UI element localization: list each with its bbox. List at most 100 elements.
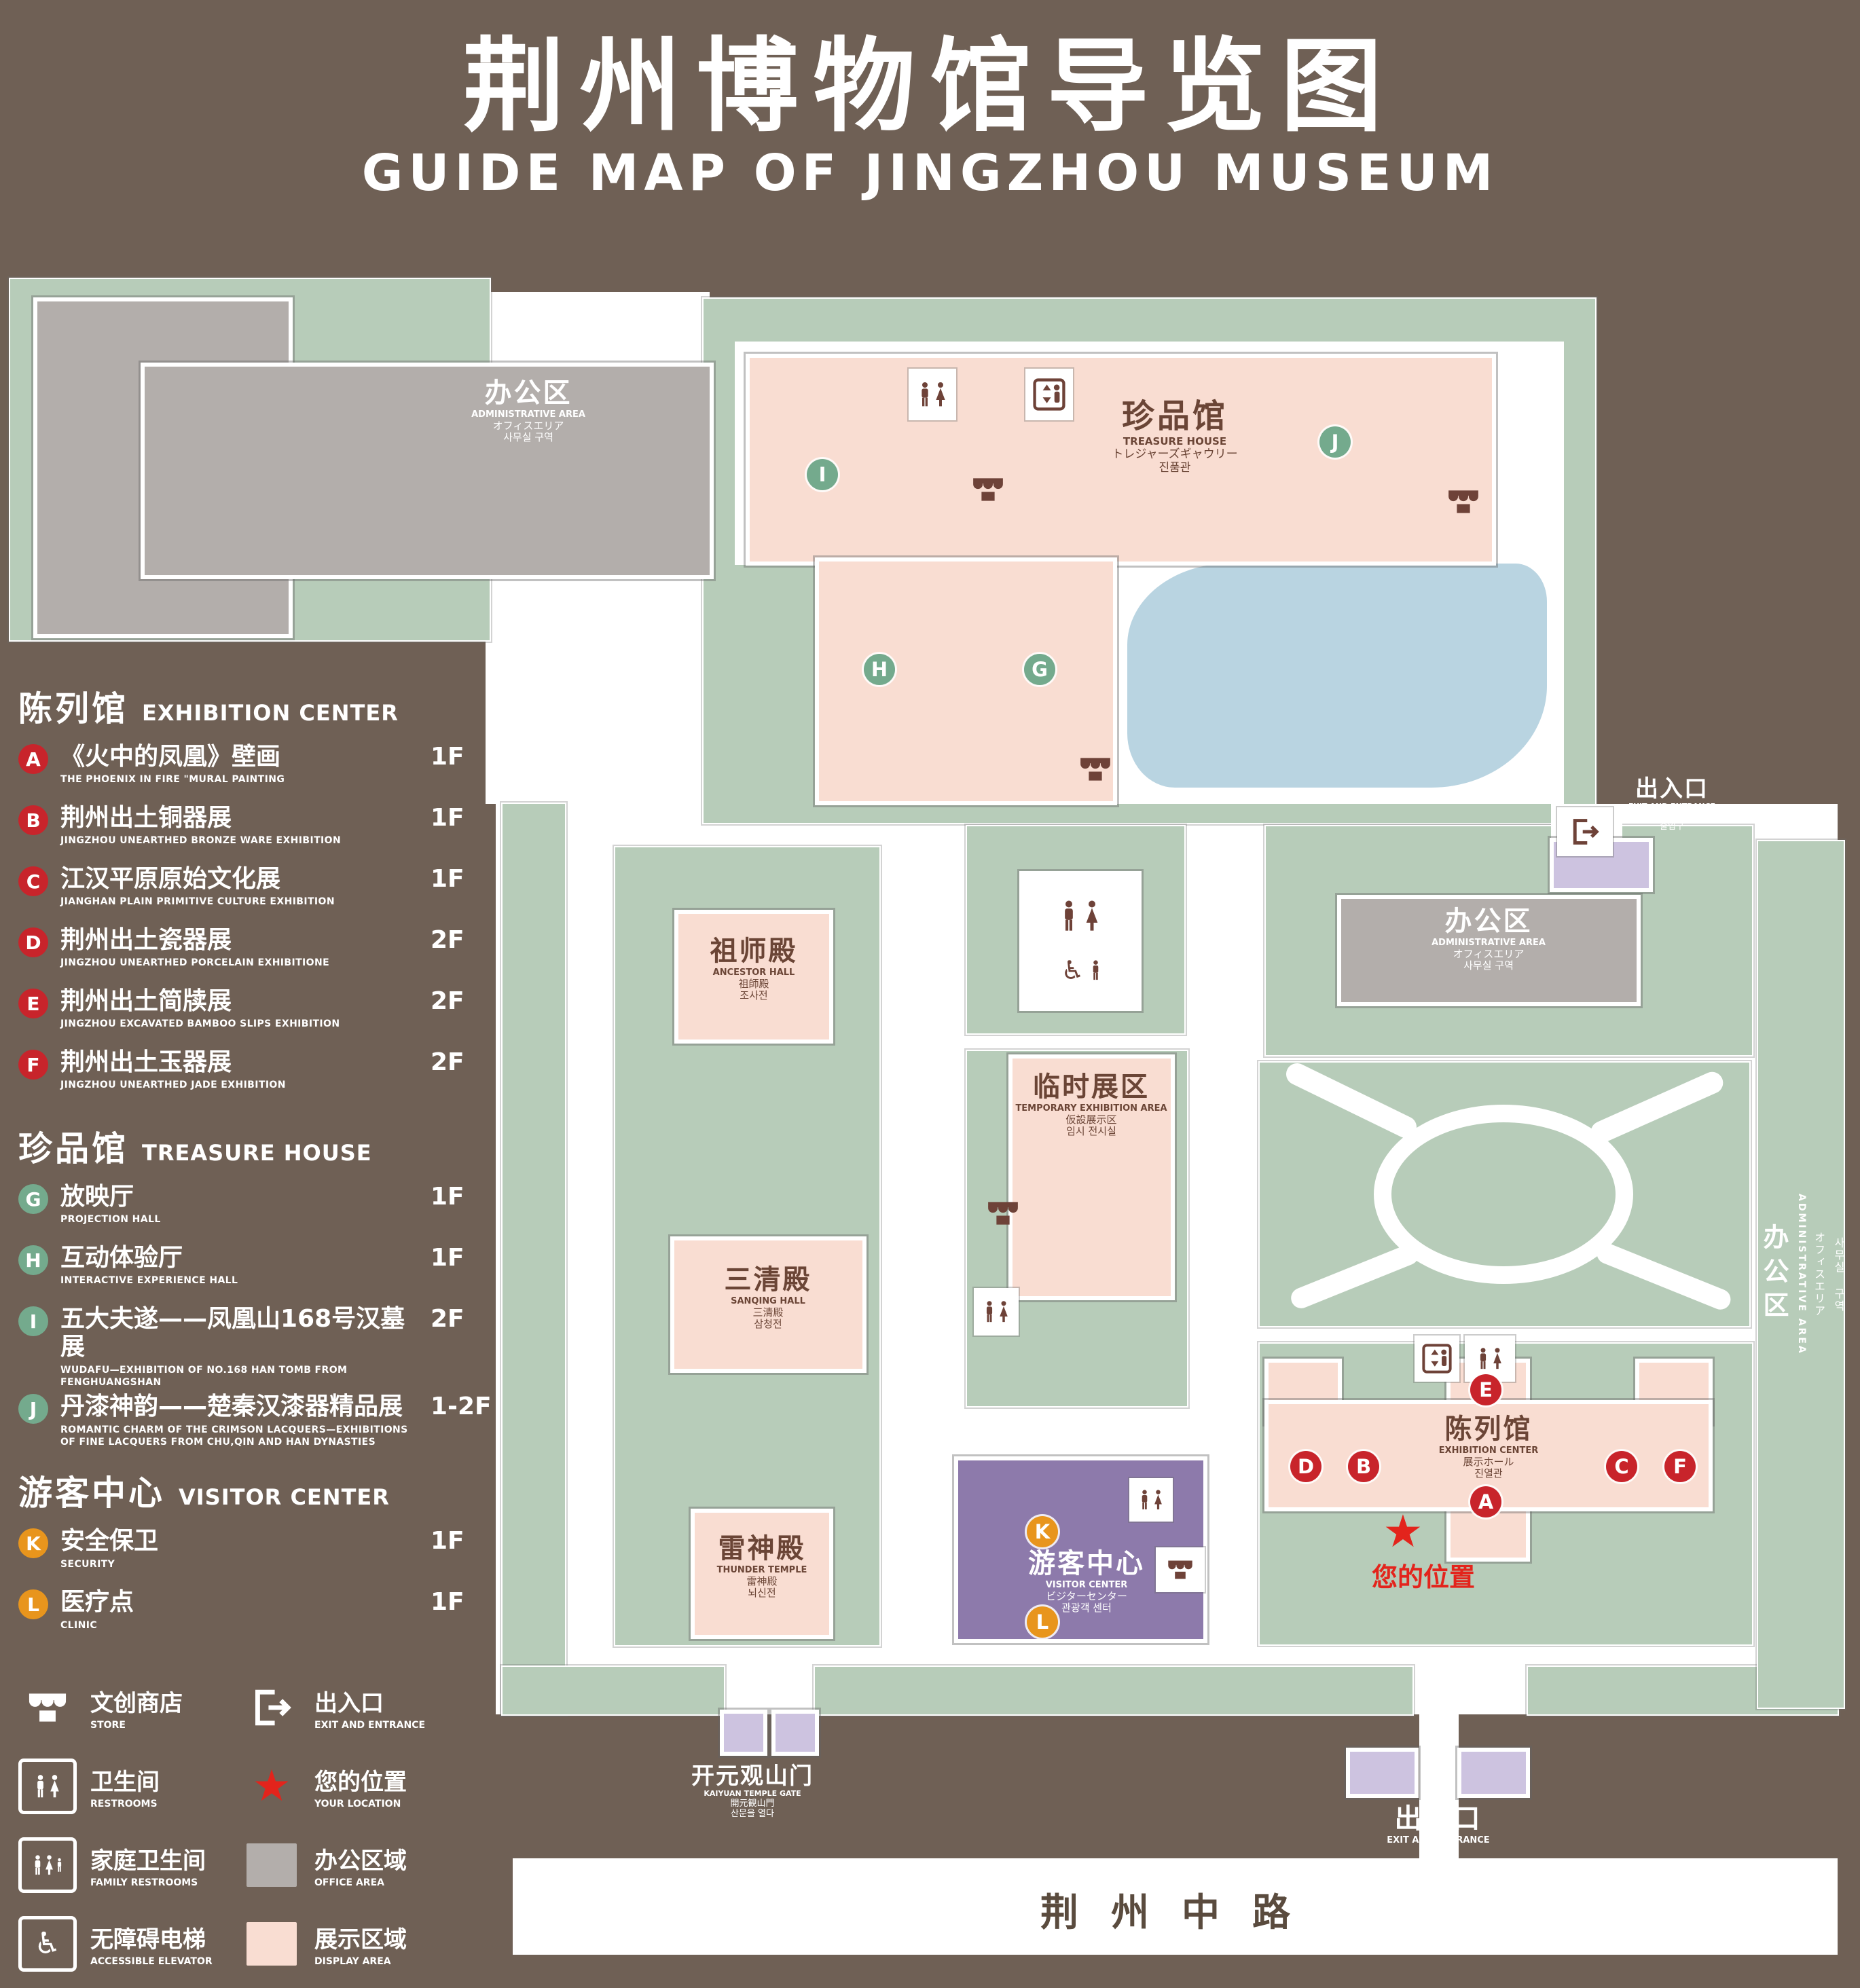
map-marker-l: L <box>1027 1606 1058 1638</box>
garden-path <box>1288 1241 1422 1312</box>
label-admin-topleft: 办公区 ADMINISTRATIVE AREA オフィスエリア 사무실 구역 <box>471 378 585 444</box>
gate-pillar-right <box>776 1714 815 1752</box>
marker-badge-d: D <box>18 927 48 957</box>
woman-icon <box>935 382 945 407</box>
building-entrance-bottom-right <box>1461 1752 1526 1794</box>
building-treasure-house-wing <box>819 562 1113 801</box>
man-icon <box>921 382 928 407</box>
child-icon <box>57 1858 61 1872</box>
map-marker-d: D <box>1290 1451 1321 1482</box>
store-icon <box>1078 755 1112 784</box>
floor-label: 2F <box>431 987 464 1015</box>
label-gate: 开元观山门 KAIYUAN TEMPLE GATE 開元観山門 산문을 열다 <box>691 1763 814 1820</box>
label-visitor-center: 游客中心 VISITOR CENTER ビジターセンター 관광객 센터 <box>1028 1548 1145 1615</box>
label-exit-top: 出入口 EXIT AND ENTRANCE 出入口 출입구 <box>1628 775 1716 832</box>
label-thunder-temple: 雷神殿 THUNDER TEMPLE 雷神殿 뇌신전 <box>716 1533 807 1600</box>
marker-badge-i: I <box>18 1306 48 1336</box>
grounds-bottom-strip-2 <box>815 1667 1412 1714</box>
man-icon <box>1142 1490 1147 1510</box>
gate-pillar-left <box>724 1714 763 1752</box>
label-sanqing-hall: 三清殿 SANQING HALL 三清殿 삼청전 <box>724 1264 812 1331</box>
map-marker-a: A <box>1470 1486 1501 1517</box>
woman-icon <box>1086 900 1098 931</box>
marker-badge-c: C <box>18 866 48 896</box>
restroom-icon <box>1131 1480 1171 1520</box>
pond <box>1127 564 1547 788</box>
woman-icon <box>45 1855 53 1875</box>
admin-strip-label-ja: オフィスエリア <box>1812 1232 1825 1317</box>
admin-strip-label-zh: 办公区 <box>1759 1223 1789 1325</box>
grounds-left-strip <box>503 804 565 1714</box>
road-label: 荆州中路 <box>1040 1891 1323 1935</box>
admin-strip-right: 办公区 ADMINISTRATIVE AREA オフィスエリア 사무실 구역 <box>1758 841 1845 1708</box>
floor-label: 1F <box>431 1183 464 1211</box>
display-area-swatch <box>242 1916 301 1972</box>
floor-label: 1F <box>431 1588 464 1617</box>
woman-icon <box>1493 1348 1501 1369</box>
exit-icon <box>1559 809 1611 854</box>
your-location-label: 您的位置 <box>1371 1562 1476 1592</box>
legend-section-exhibition-center: 陈列馆 EXHIBITION CENTER <box>18 689 399 729</box>
floor-label: 2F <box>431 1048 464 1076</box>
elevator-icon <box>1027 371 1071 418</box>
accessible-restroom-icon: ♿ <box>1061 957 1099 983</box>
label-ancestor-hall: 祖师殿 ANCESTOR HALL 祖師殿 조사전 <box>710 936 798 1002</box>
legend-section-treasure-house: 珍品馆 TREASURE HOUSE <box>18 1129 372 1168</box>
store-icon <box>986 1199 1020 1228</box>
building-sanqing-hall <box>674 1240 862 1369</box>
man-icon <box>1065 900 1073 931</box>
floor-label: 2F <box>431 1305 464 1333</box>
label-admin-right: 办公区 ADMINISTRATIVE AREA オフィスエリア 사무실 구역 <box>1432 906 1546 972</box>
grounds-garden <box>1260 1059 1749 1326</box>
map-marker-f: F <box>1664 1451 1696 1482</box>
floor-label: 2F <box>431 926 464 954</box>
map-marker-i: I <box>807 459 838 490</box>
map-marker-c: C <box>1606 1451 1637 1482</box>
garden-path <box>1282 1059 1421 1142</box>
your-location-icon: ★ <box>252 1761 291 1812</box>
building-temporary-exhibition <box>1013 1059 1171 1296</box>
legend-section-visitor-center: 游客中心 VISITOR CENTER <box>18 1473 390 1513</box>
wheelchair-icon: ♿ <box>1061 955 1084 985</box>
restroom-icon <box>976 1290 1017 1333</box>
floor-label: 1F <box>431 804 464 832</box>
floor-label: 1F <box>431 1244 464 1272</box>
marker-badge-l: L <box>18 1589 48 1620</box>
building-ancestor-hall <box>678 914 829 1039</box>
path-exit-bottom <box>1419 1714 1459 1858</box>
marker-badge-b: B <box>18 805 48 835</box>
store-icon <box>1446 487 1480 516</box>
building-treasure-house <box>750 358 1492 562</box>
elevator-icon <box>1417 1338 1457 1380</box>
label-temporary-exhibition: 临时展区 TEMPORARY EXHIBITION AREA 仮設展示区 임시 … <box>1015 1071 1167 1138</box>
label-exhibition-center: 陈列馆 EXHIBITION CENTER 展示ホール 진열관 <box>1438 1414 1539 1480</box>
accessible-elevator-icon: ♿ <box>18 1916 77 1972</box>
page-title: 荆州博物馆导览图 <box>462 28 1398 146</box>
garden-path <box>1587 1068 1727 1147</box>
grounds-bottom-strip-1 <box>503 1667 724 1714</box>
woman-icon <box>50 1775 59 1798</box>
woman-icon <box>1154 1490 1162 1510</box>
floor-label: 1F <box>431 865 464 893</box>
restroom-icon <box>1062 899 1099 933</box>
admin-strip-label-ko: 사무실 구역 <box>1832 1236 1845 1312</box>
building-restrooms: ♿ <box>1023 875 1137 1007</box>
building-thunder-temple <box>695 1513 829 1635</box>
